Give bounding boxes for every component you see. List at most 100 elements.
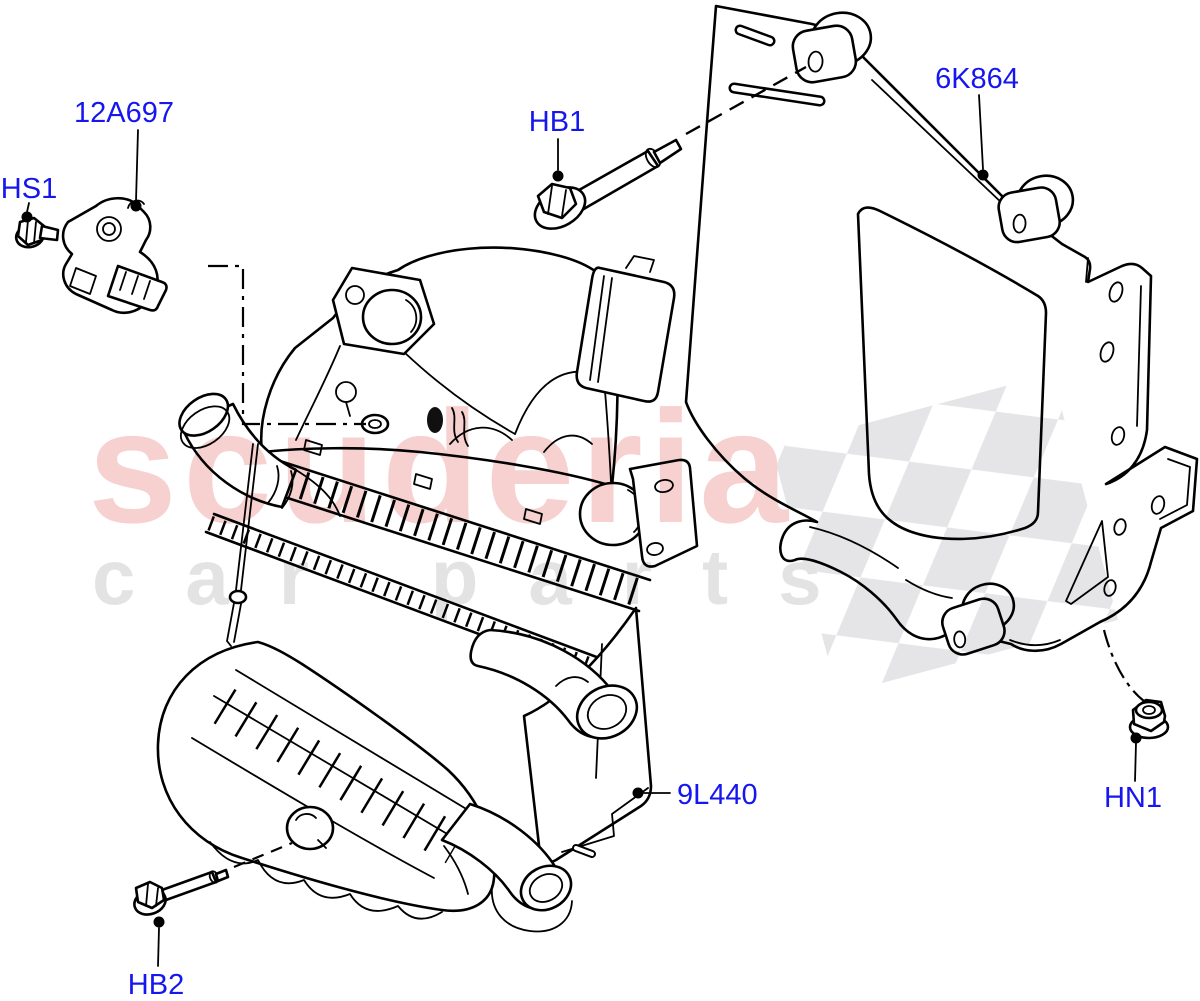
port-ring-stem — [345, 401, 351, 417]
bracket-top-edge-line — [871, 79, 1005, 206]
leader-line — [1134, 742, 1137, 782]
bolt-head-facets — [25, 219, 37, 244]
bolt-tip — [214, 868, 230, 883]
sensor-ring-inner — [102, 222, 116, 236]
panel-slot-inner — [574, 846, 594, 856]
bracket-hole — [1110, 426, 1126, 446]
leader-line — [978, 94, 984, 170]
drain-cylinder — [491, 885, 573, 933]
part-9L440-air-cleaner-assembly — [156, 246, 699, 933]
bracket-notch-line — [1085, 257, 1089, 283]
leader-dot — [21, 211, 33, 223]
rib-band-edge — [250, 450, 652, 582]
lug-dome-shade — [405, 299, 418, 333]
part-label-HS1[interactable]: HS1 — [1, 173, 57, 205]
sensor-pad — [69, 267, 97, 295]
bracket-slot-inner — [731, 85, 823, 104]
hose-bellows — [281, 470, 294, 509]
leader-dot — [153, 916, 165, 928]
drum-hub-mark — [317, 839, 327, 849]
bolt-head-facets — [547, 185, 567, 217]
fastener-HB1-bolt — [533, 138, 683, 230]
part-label-6K864[interactable]: 6K864 — [935, 63, 1019, 95]
hb1-align-line — [685, 65, 807, 136]
cover-contour — [543, 434, 593, 453]
duct-line — [597, 277, 613, 383]
bracket-boss-top — [791, 11, 873, 84]
leader-line — [135, 129, 139, 202]
part-label-9L440[interactable]: 9L440 — [677, 779, 758, 811]
drum-hub-inner — [295, 813, 317, 821]
lug-hole — [345, 285, 365, 305]
drain-hose — [443, 845, 469, 895]
sensor-align-line — [208, 264, 366, 426]
nut-top — [1134, 700, 1164, 720]
leader-line — [157, 927, 160, 967]
drum-line — [235, 669, 469, 811]
rod-tip — [226, 602, 242, 647]
intake-hose-cuff — [178, 392, 231, 449]
leader-dot — [632, 787, 644, 799]
rod — [240, 443, 259, 591]
leader-dot — [977, 169, 989, 181]
bolt-head — [134, 880, 166, 910]
lug-dome — [361, 288, 423, 346]
rod — [235, 443, 254, 591]
fastener-HB2-bolt — [133, 868, 230, 916]
elbow-bellows — [555, 676, 589, 687]
sensor-ring — [96, 216, 122, 242]
part-label-12A697[interactable]: 12A697 — [74, 97, 174, 129]
band-clip — [303, 439, 323, 456]
drum-hub — [285, 805, 335, 851]
hose-bellows — [267, 465, 280, 504]
leader-line — [26, 202, 30, 213]
callout-12A697: 12A697 — [74, 97, 174, 212]
cover-contour — [449, 426, 513, 445]
bracket-hole — [1150, 495, 1166, 515]
leader-dot — [1130, 732, 1142, 744]
cover-contour — [295, 345, 341, 441]
bracket-right-edge-line — [1136, 285, 1142, 427]
callout-HB2: HB2 — [128, 916, 184, 1001]
bolt-head — [16, 216, 46, 247]
part-label-HB1[interactable]: HB1 — [529, 106, 585, 138]
bracket-hole — [1108, 281, 1124, 303]
callout-HN1: HN1 — [1104, 732, 1162, 814]
assembly-guide-lines — [208, 65, 1145, 869]
band-clip — [523, 508, 543, 525]
bolt-head-facets — [145, 883, 159, 907]
nut-hole — [1142, 705, 1156, 715]
drain-elbow-end — [519, 864, 573, 912]
watermark-subtitle-text: car parts — [92, 533, 872, 621]
leader-dot — [552, 170, 564, 182]
hb2-align-line — [233, 841, 293, 869]
callout-9L440: 9L440 — [632, 779, 758, 811]
bracket-slot-inner — [737, 27, 773, 44]
drum-line — [213, 695, 455, 839]
bolt-tip — [652, 138, 683, 165]
drum-scallop-edge — [209, 841, 443, 920]
part-label-HB2[interactable]: HB2 — [128, 969, 184, 1001]
watermark-checker-flag — [771, 373, 1119, 695]
duct-tab — [625, 255, 655, 273]
band-clip — [413, 473, 433, 490]
bracket-boss-middle — [997, 174, 1075, 244]
bolt-shaft — [38, 224, 60, 242]
duct-line — [589, 275, 605, 381]
block-hole — [646, 542, 664, 556]
block-hole — [654, 478, 674, 494]
part-label-HN1[interactable]: HN1 — [1104, 782, 1162, 814]
rib-band-edge — [239, 481, 641, 613]
outlet-elbow-end — [575, 684, 639, 740]
mount-block — [628, 458, 699, 568]
bracket-hole — [1099, 341, 1115, 363]
fastener-HS1-bolt — [14, 216, 60, 249]
rod-fitting — [228, 589, 248, 605]
leader-dot — [130, 200, 142, 212]
bracket-fold-line — [1159, 458, 1191, 520]
bolt-shaft — [160, 870, 218, 902]
callout-HS1: HS1 — [1, 173, 57, 223]
bracket-hole — [1113, 518, 1127, 536]
